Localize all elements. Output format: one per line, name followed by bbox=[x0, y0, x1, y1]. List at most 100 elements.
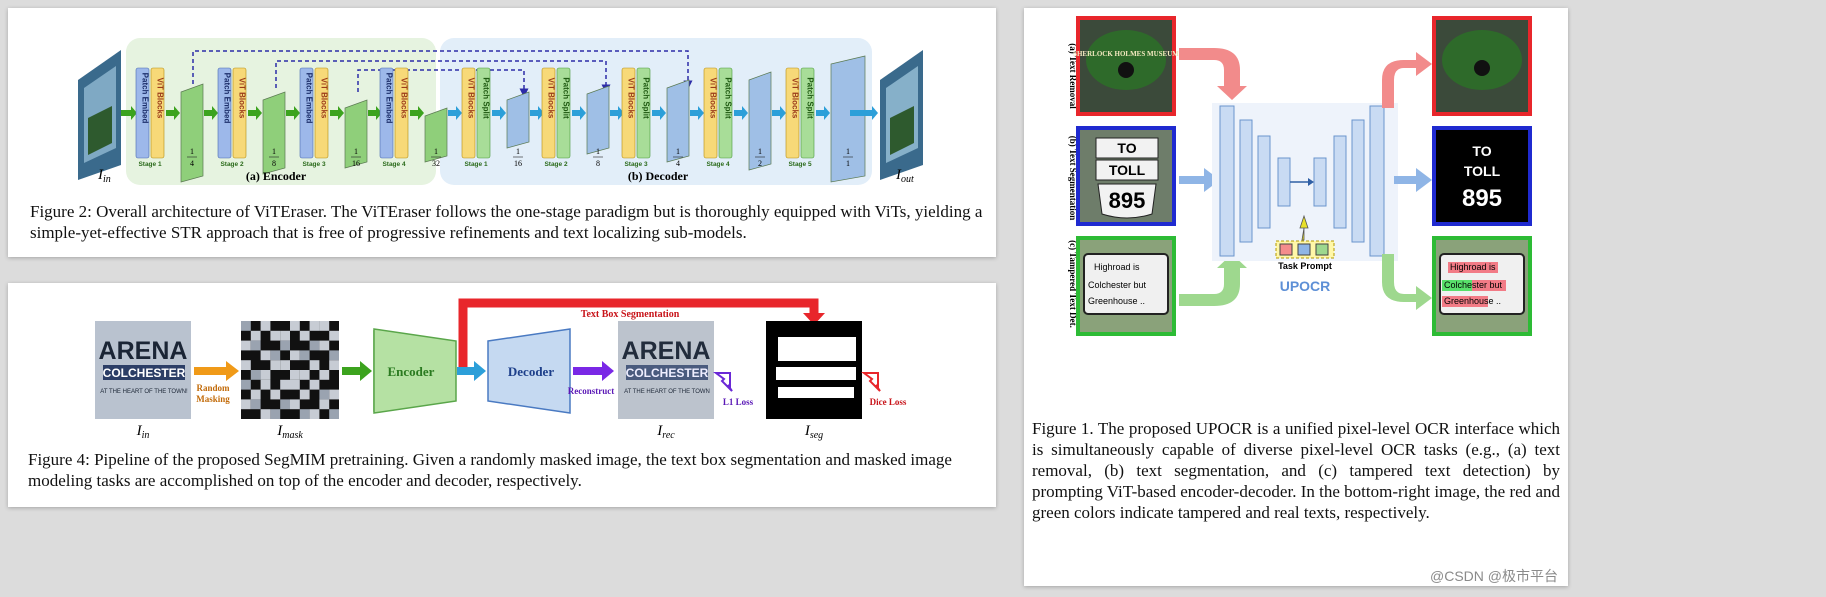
stage-label: Stage 2 bbox=[220, 161, 244, 168]
flow-arrow bbox=[772, 106, 786, 120]
vit-blocks-block bbox=[314, 67, 329, 159]
stage-label: Stage 3 bbox=[624, 161, 648, 168]
svg-text:ARENA: ARENA bbox=[622, 337, 711, 365]
output-text-segmentation-image: TO TOLL 895 bbox=[1432, 126, 1532, 226]
l1-loss-label: L1 Loss bbox=[723, 397, 754, 407]
figure-2-caption: Figure 2: Overall architecture of ViTEra… bbox=[30, 202, 983, 242]
stage-label: Stage 4 bbox=[706, 161, 730, 168]
feature-map bbox=[666, 79, 690, 163]
patch-embed-label: Patch Embed bbox=[305, 73, 314, 124]
visible-patch bbox=[299, 330, 310, 341]
skip-connection bbox=[192, 50, 693, 90]
vit-blocks-label: ViT Blocks bbox=[547, 78, 556, 119]
segmentation-image bbox=[766, 321, 862, 419]
stage-label: Stage 1 bbox=[464, 161, 488, 168]
visible-patch bbox=[299, 350, 310, 361]
svg-text:TO: TO bbox=[1117, 140, 1136, 156]
flow-arrow bbox=[734, 106, 748, 120]
vit-blocks-label: ViT Blocks bbox=[156, 78, 165, 119]
output-image bbox=[880, 50, 923, 180]
visible-patch bbox=[250, 389, 261, 400]
visible-patch bbox=[241, 340, 251, 351]
flow-arrow bbox=[652, 106, 666, 120]
skip-connection bbox=[275, 60, 611, 94]
scale-label: 1 bbox=[846, 159, 850, 168]
visible-patch bbox=[329, 389, 339, 400]
row-label-text-removal: (a) Text Removal bbox=[1068, 43, 1078, 109]
visible-patch bbox=[319, 389, 330, 400]
stage-label: Stage 1 bbox=[138, 161, 162, 168]
reconstruct-arrow bbox=[573, 361, 614, 381]
vit-blocks-block bbox=[394, 67, 409, 159]
patch-embed-label: Patch Embed bbox=[385, 73, 394, 124]
scale-label: 1 bbox=[190, 147, 194, 156]
prompt-token-red bbox=[1279, 243, 1293, 256]
flow-arrow bbox=[330, 106, 344, 120]
svg-text:TO: TO bbox=[1472, 143, 1491, 159]
svg-text:Imask: Imask bbox=[276, 423, 303, 441]
svg-text:895: 895 bbox=[1109, 188, 1146, 213]
scale-label: 8 bbox=[596, 159, 600, 168]
input-image bbox=[78, 50, 121, 180]
arrow-to-decoder bbox=[457, 361, 486, 381]
visible-patch bbox=[280, 399, 290, 410]
flow-arrow bbox=[850, 106, 878, 120]
svg-text:ARENA: ARENA bbox=[99, 337, 188, 365]
blue-input-arrow bbox=[1179, 168, 1220, 192]
svg-text:Colchester but: Colchester but bbox=[1444, 280, 1503, 290]
visible-patch bbox=[290, 370, 300, 380]
figure-1-panel: (a) Text Removal (b) Text Segmentation (… bbox=[1024, 8, 1568, 586]
visible-patch bbox=[329, 330, 339, 341]
masked-image bbox=[241, 321, 339, 419]
feature-map bbox=[586, 85, 610, 155]
feature-map bbox=[748, 71, 772, 171]
visible-patch bbox=[260, 409, 271, 419]
svg-text:Highroad is: Highroad is bbox=[1450, 262, 1496, 272]
visible-patch bbox=[241, 379, 251, 390]
scale-label: 1 bbox=[516, 147, 520, 156]
visible-patch bbox=[290, 379, 300, 390]
visible-patch bbox=[260, 370, 271, 380]
visible-patch bbox=[270, 360, 281, 370]
svg-text:895: 895 bbox=[1462, 185, 1502, 212]
stage-label: Stage 4 bbox=[382, 161, 406, 168]
label-i-seg: I bbox=[804, 423, 811, 439]
decoder-label: Decoder bbox=[508, 364, 554, 379]
text-box-seg-arrowhead bbox=[803, 313, 825, 325]
label-i-seg-sub: seg bbox=[810, 430, 823, 441]
random-masking-label-2: Masking bbox=[196, 394, 230, 404]
figure-4-panel: Text Box Segmentation ARENA COLCHESTER A… bbox=[8, 283, 996, 507]
feature-map bbox=[344, 99, 368, 169]
scale-label: 1 bbox=[758, 147, 762, 156]
visible-patch bbox=[250, 340, 261, 351]
visible-patch bbox=[280, 340, 290, 351]
svg-text:AT THE HEART OF THE TOWN!: AT THE HEART OF THE TOWN! bbox=[100, 389, 188, 395]
scale-label: 1 bbox=[596, 147, 600, 156]
svg-text:Iin: Iin bbox=[136, 423, 150, 441]
svg-text:Highroad is: Highroad is bbox=[1094, 262, 1140, 272]
flow-arrow bbox=[530, 106, 544, 120]
reconstructed-image: ARENA COLCHESTER AT THE HEART OF THE TOW… bbox=[618, 321, 714, 419]
svg-text:TOLL: TOLL bbox=[1109, 162, 1146, 178]
flow-arrow bbox=[816, 106, 830, 120]
prompt-token-blue bbox=[1297, 243, 1311, 256]
feature-map bbox=[506, 91, 530, 149]
visible-patch bbox=[309, 379, 320, 390]
scale-label: 16 bbox=[352, 159, 360, 168]
watermark: @CSDN @极市平台 bbox=[1430, 568, 1558, 584]
stage-label: Stage 3 bbox=[302, 161, 326, 168]
patch-embed-label: Patch Embed bbox=[141, 73, 150, 124]
scale-label: 1 bbox=[272, 147, 276, 156]
visible-patch bbox=[260, 350, 271, 361]
i-in-label: I bbox=[97, 167, 104, 183]
label-i-rec: I bbox=[656, 423, 663, 439]
visible-patch bbox=[319, 370, 330, 380]
output-text-removal-image bbox=[1432, 16, 1532, 116]
input-text-segmentation-image: TO TOLL 895 bbox=[1076, 126, 1176, 226]
flow-arrow bbox=[410, 106, 424, 120]
visible-patch bbox=[290, 350, 300, 361]
svg-text:TOLL: TOLL bbox=[1464, 163, 1501, 179]
patch-embed-block bbox=[135, 67, 150, 159]
vit-blocks-label: ViT Blocks bbox=[791, 78, 800, 119]
